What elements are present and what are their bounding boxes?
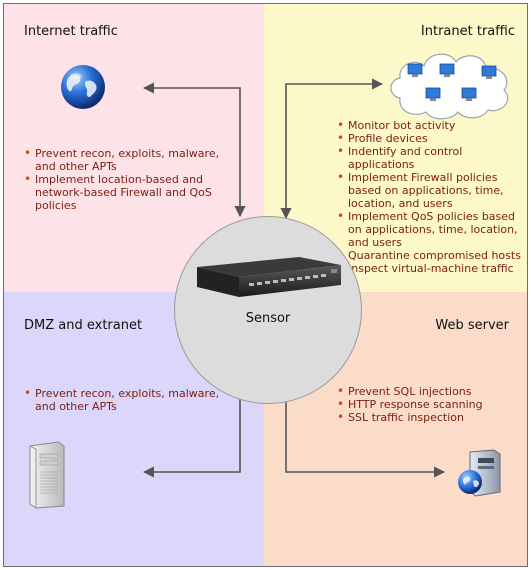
server-tower-icon <box>29 441 65 509</box>
web-server-icon <box>458 449 501 497</box>
sensor-appliance-icon <box>197 257 341 297</box>
intranet-connector <box>280 78 384 220</box>
web-server-title: Web server <box>435 318 509 333</box>
network-cloud-icon <box>390 53 509 120</box>
diagram-frame: Internet traffic Prevent recon, exploits… <box>3 3 528 567</box>
internet-connector <box>142 82 246 218</box>
globe-icon <box>61 65 105 109</box>
internet-traffic-title: Internet traffic <box>24 24 118 39</box>
bullet-item: Implement QoS policies based on applicat… <box>337 210 522 249</box>
sensor-label: Sensor <box>245 311 291 326</box>
intranet-traffic-title: Intranet traffic <box>420 24 515 39</box>
dmz-extranet-title: DMZ and extranet <box>24 318 143 333</box>
sensor-node: Sensor <box>174 216 362 404</box>
